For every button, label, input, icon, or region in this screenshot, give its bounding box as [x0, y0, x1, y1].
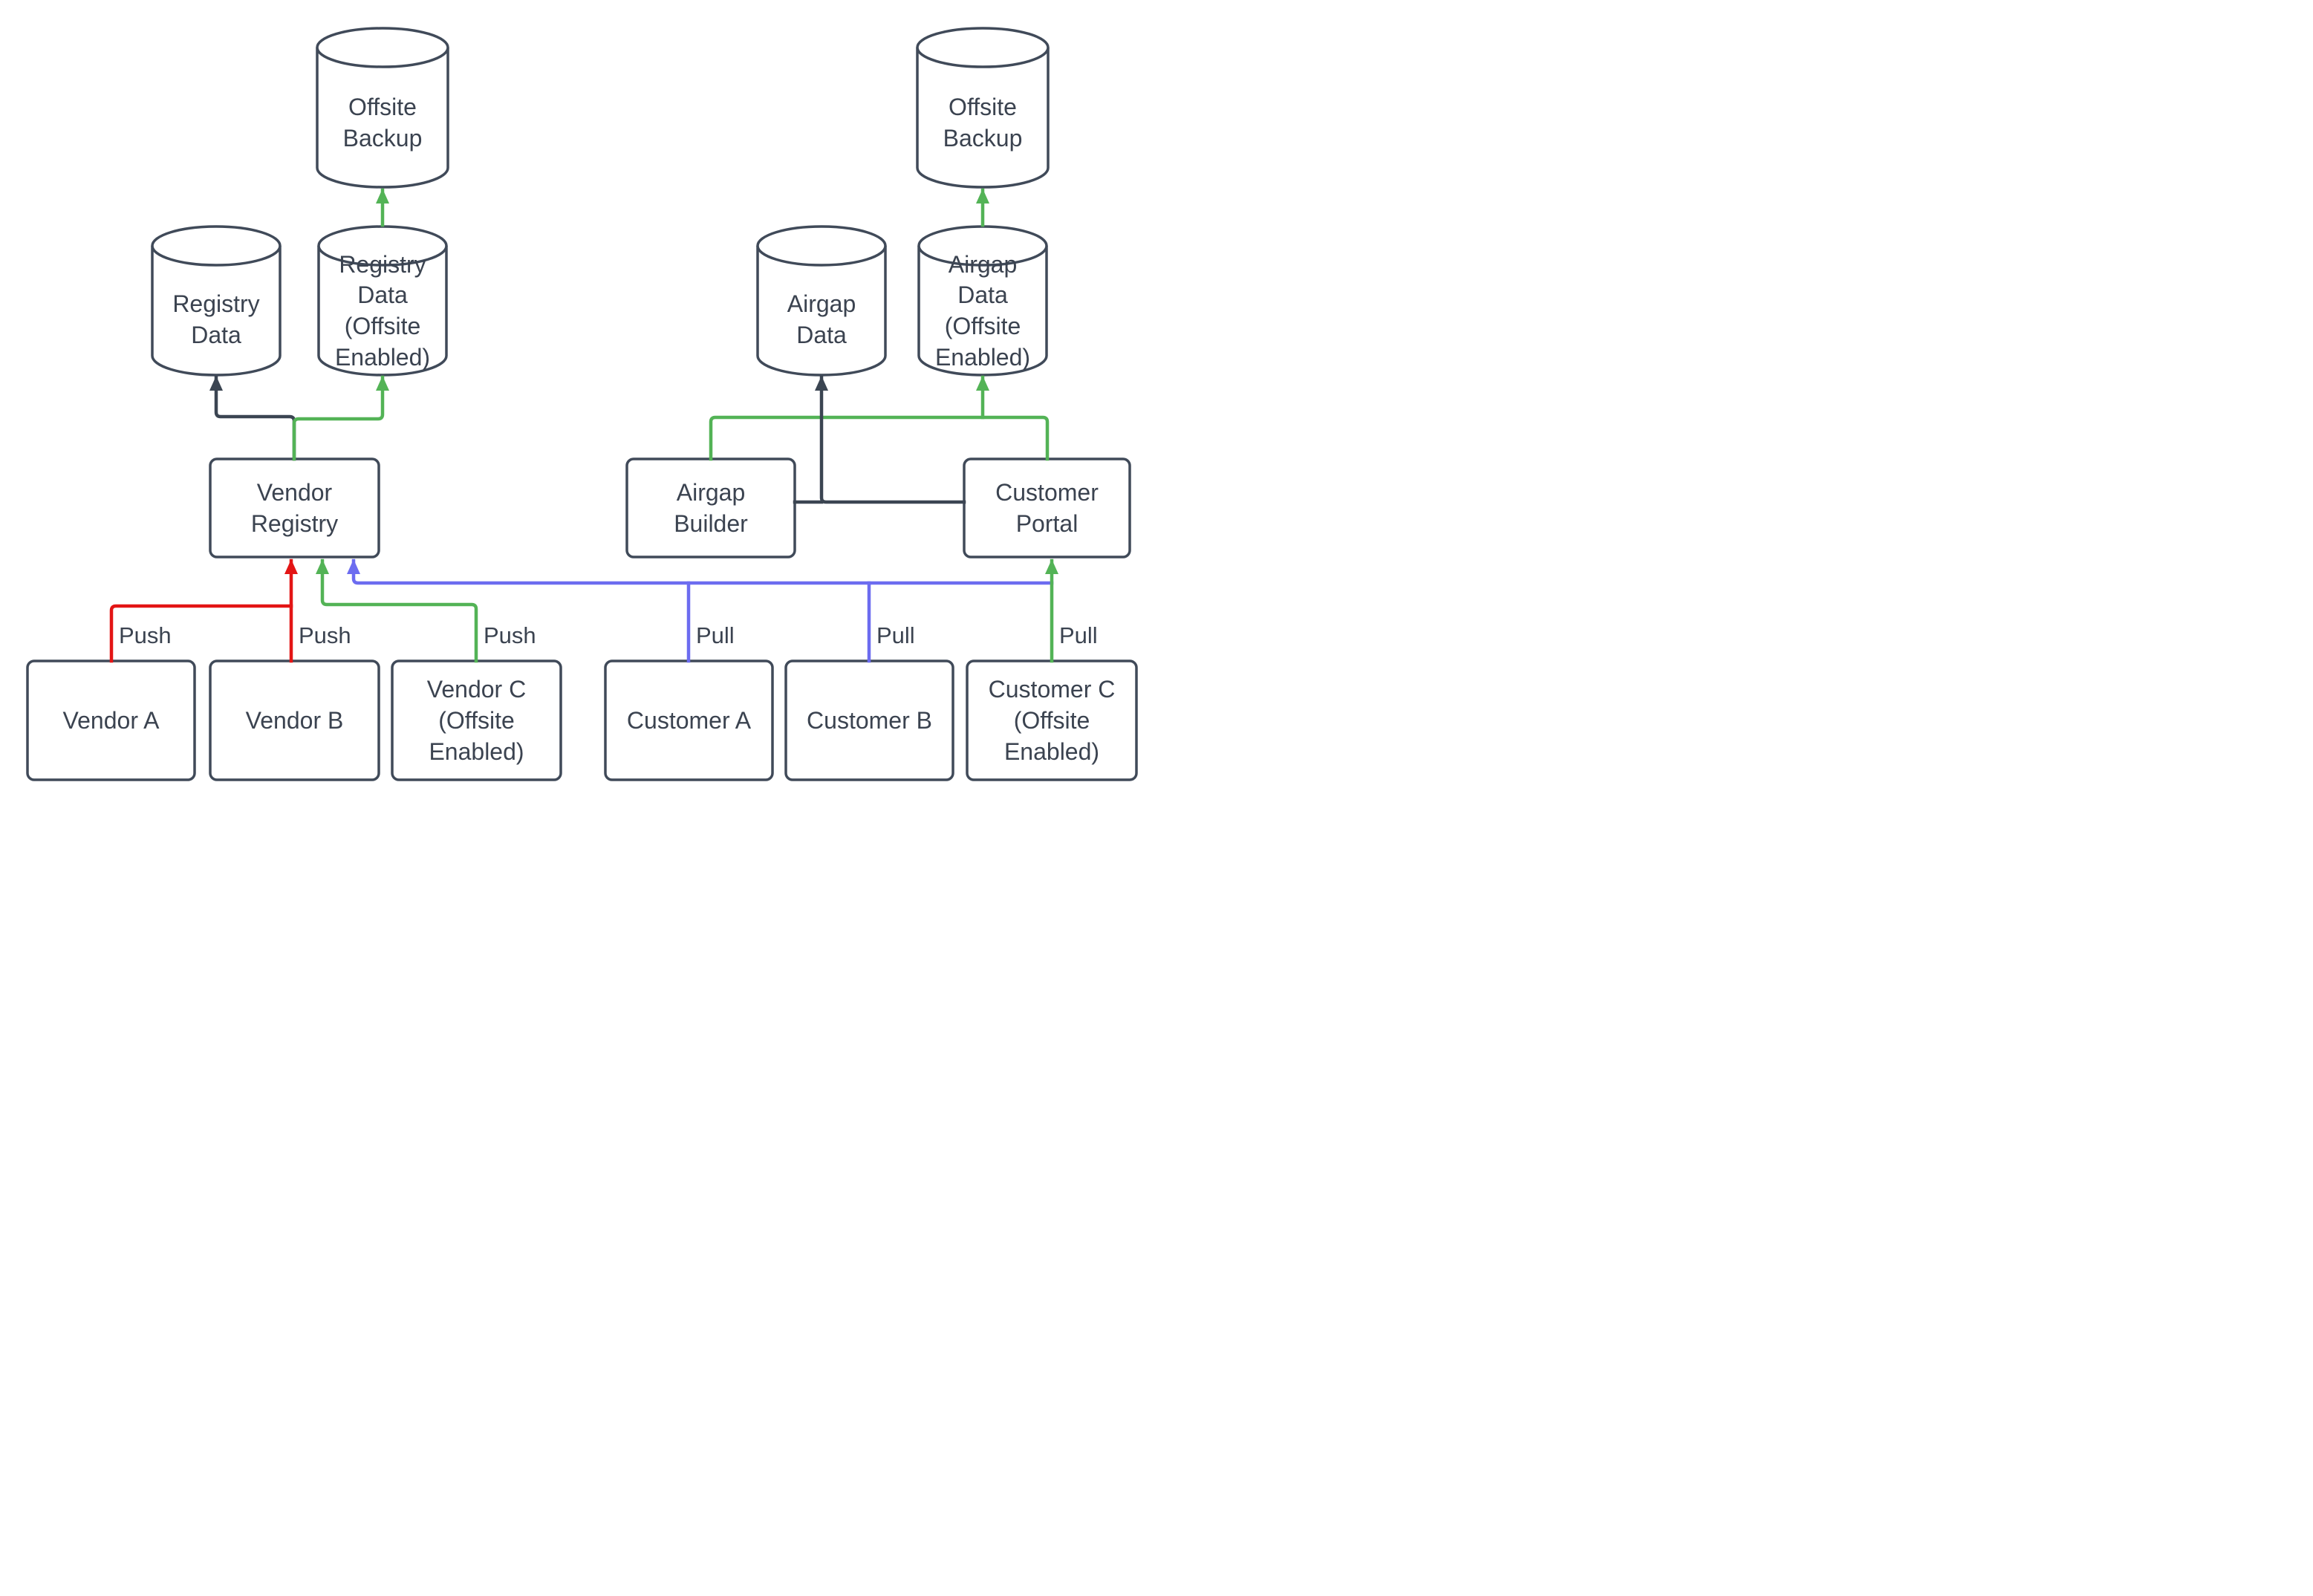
edge-portal-to-airgap-data [815, 375, 966, 504]
edge-vendor-c-push [316, 558, 478, 663]
edge-registry-to-registry-data [209, 375, 296, 461]
node-vendor-registry [209, 457, 380, 558]
node-airgap-builder [625, 457, 796, 558]
node-customer-portal [963, 457, 1131, 558]
edge-registry-to-registry-data-offsite [292, 375, 389, 461]
node-customer-b [784, 659, 954, 781]
cylinder-offsite-backup-left [316, 27, 449, 189]
diagram-canvas: Offsite Backup Offsite Backup Registry D… [0, 0, 1156, 798]
edge-green-bus-builder-portal [709, 415, 1050, 461]
node-vendor-c [391, 659, 562, 781]
edge-pull-bus-to-registry [347, 558, 1054, 585]
node-customer-a [604, 659, 774, 781]
cylinder-registry-data [151, 225, 282, 377]
edge-vendor-a-push [109, 604, 293, 663]
cylinder-offsite-backup-right [916, 27, 1050, 189]
cylinder-airgap-data [756, 225, 887, 377]
cylinder-registry-data-offsite [317, 225, 448, 377]
diagram-svg [26, 27, 1138, 781]
node-vendor-a [26, 659, 196, 781]
node-customer-c [966, 659, 1138, 781]
cylinder-airgap-data-offsite [917, 225, 1048, 377]
node-vendor-b [209, 659, 380, 781]
